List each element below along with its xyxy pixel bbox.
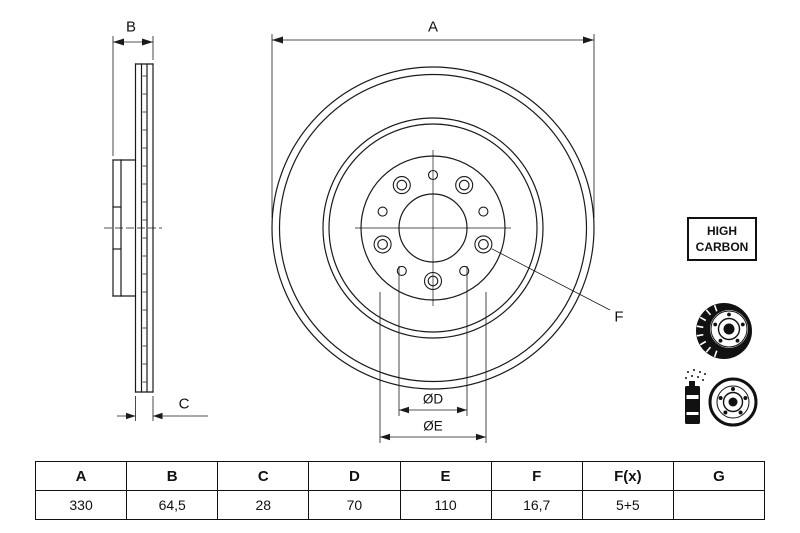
dimensions-table: A B C D E F F(x) G 330 64,5 28 70 110 16… (34, 461, 766, 520)
col-header-d: D (308, 461, 401, 491)
value-d: 70 (308, 490, 401, 520)
value-a: 330 (34, 490, 128, 520)
dimension-a (271, 34, 595, 218)
table-header-row: A B C D E F F(x) G (34, 461, 766, 491)
center-crosshair (355, 150, 511, 306)
table-value-row: 330 64,5 28 70 110 16,7 5+5 (34, 490, 766, 520)
spray-can-disc-icon (685, 369, 758, 427)
col-header-e: E (399, 461, 492, 491)
badge-line-2: CARBON (695, 240, 749, 255)
drawing-area: A B C ØD ØE F HIGH CARBON (104, 18, 758, 443)
value-c: 28 (217, 490, 310, 520)
value-g (672, 490, 766, 520)
dimension-d (398, 266, 468, 416)
technical-drawing-svg (104, 34, 758, 443)
badge-line-1: HIGH (707, 224, 737, 238)
dim-label-f: F (614, 308, 624, 326)
col-header-c: C (217, 461, 310, 491)
value-e: 110 (399, 490, 492, 520)
dim-label-a: A (427, 18, 439, 36)
col-header-fx: F(x) (581, 461, 674, 491)
spray-mist-dots (685, 369, 706, 381)
dimension-b-arrows (113, 38, 153, 46)
dimension-c-arrows (126, 412, 163, 420)
bolt-holes (373, 169, 493, 291)
col-header-g: G (672, 461, 766, 491)
dimension-d-arrows (399, 406, 467, 414)
dim-label-c: C (178, 395, 190, 413)
value-fx: 5+5 (581, 490, 674, 520)
dimension-e-arrows (380, 433, 486, 441)
dim-label-d: ØD (422, 391, 444, 407)
dim-label-e: ØE (423, 418, 443, 434)
high-carbon-badge: HIGH CARBON (687, 217, 757, 262)
f-leader-line (491, 248, 611, 311)
dim-label-b: B (125, 18, 137, 36)
dimension-a-arrows (272, 36, 594, 44)
dimension-e (379, 292, 487, 443)
col-header-b: B (126, 461, 219, 491)
vent-vane-ticks (142, 75, 147, 383)
col-header-a: A (34, 461, 128, 491)
value-f: 16,7 (490, 490, 583, 520)
vented-disc-icon (696, 303, 752, 359)
col-header-f: F (490, 461, 583, 491)
value-b: 64,5 (126, 490, 219, 520)
